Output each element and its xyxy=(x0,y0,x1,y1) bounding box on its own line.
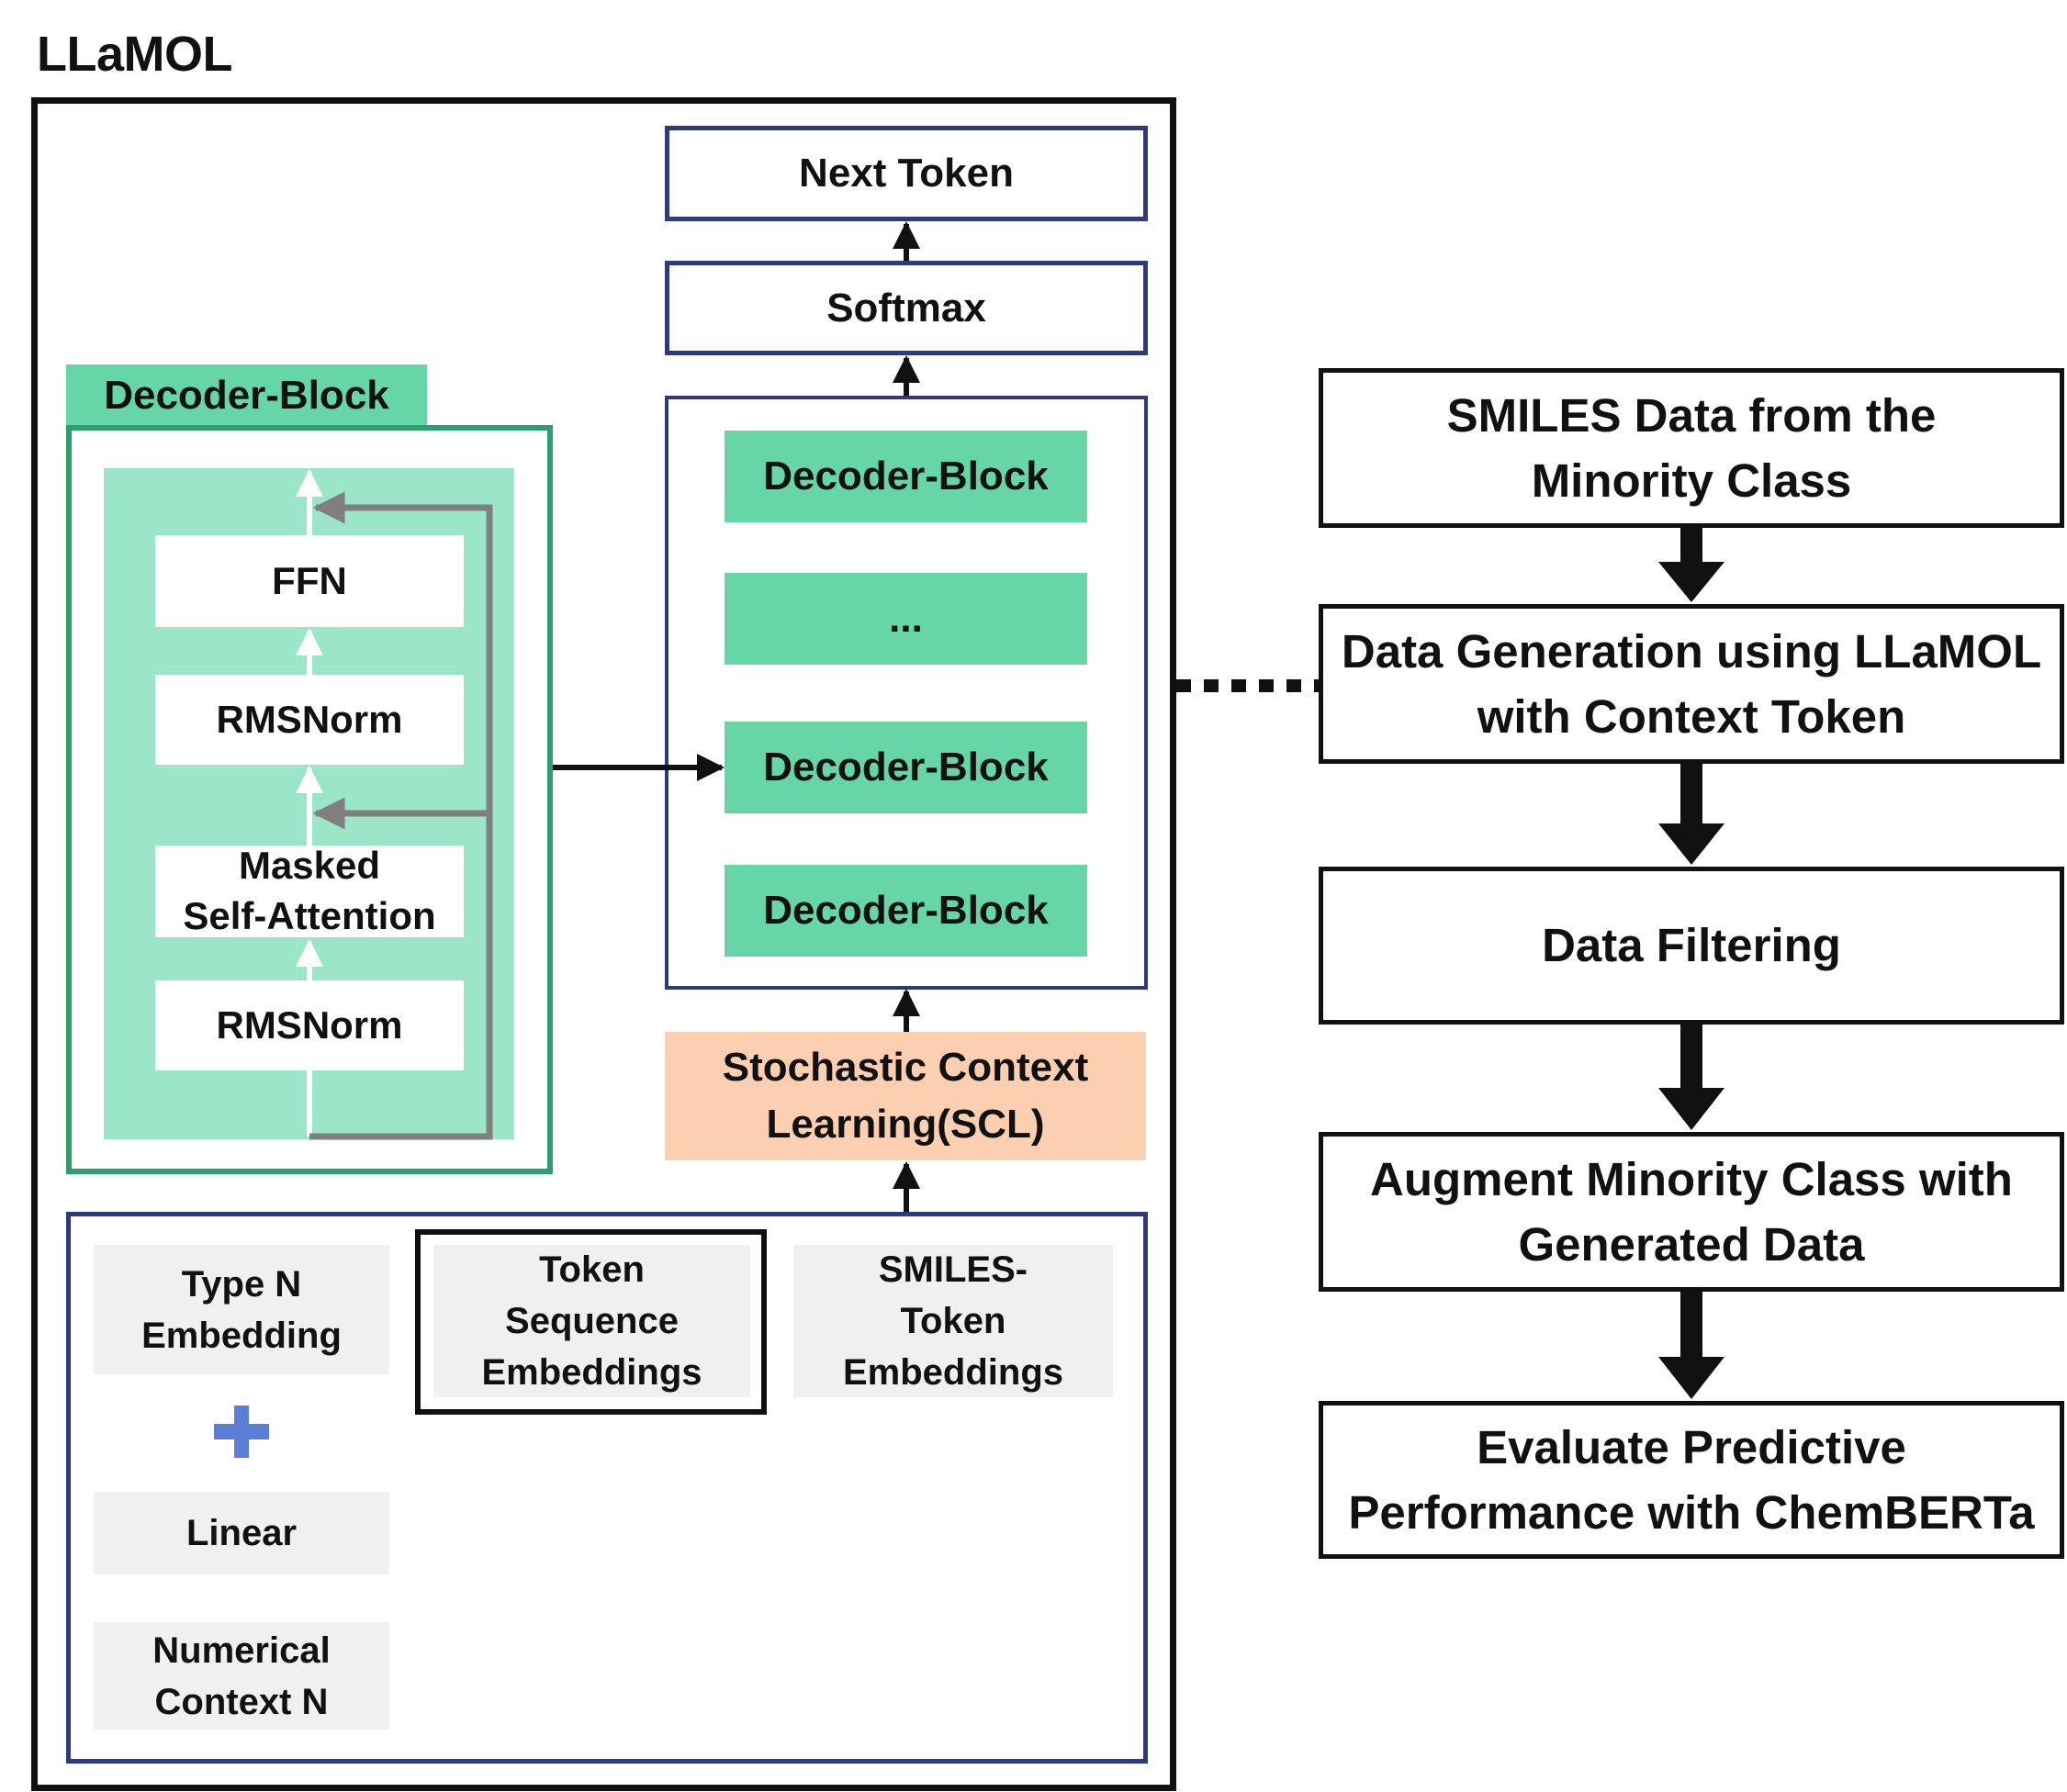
decoder-block-1: Decoder-Block xyxy=(725,431,1087,522)
stack-arrows xyxy=(553,221,920,1212)
llamol-frame xyxy=(31,97,1176,1791)
pipeline-step-smiles-data: SMILES Data from the Minority Class xyxy=(1319,368,2064,528)
softmax-box: Softmax xyxy=(665,261,1148,355)
pipeline-arrows xyxy=(1658,528,1724,1399)
masked-self-attention-layer: Masked Self-Attention xyxy=(155,844,464,937)
next-token-box: Next Token xyxy=(665,126,1148,221)
pipeline-step-data-generation: Data Generation using LLaMOL with Contex… xyxy=(1319,604,2064,764)
type-embedding-box: Type N Embedding xyxy=(94,1245,389,1374)
decoder-block-3: Decoder-Block xyxy=(725,865,1087,957)
pipeline-step-data-filtering: Data Filtering xyxy=(1319,867,2064,1025)
smiles-token-embeddings-box: SMILES- Token Embeddings xyxy=(793,1245,1113,1397)
ffn-layer: FFN xyxy=(155,535,464,627)
rmsnorm-layer-top: RMSNorm xyxy=(155,675,464,765)
pipeline-step-evaluate: Evaluate Predictive Performance with Che… xyxy=(1319,1401,2064,1559)
numerical-context-box: Numerical Context N xyxy=(94,1622,389,1730)
diagram-title: LLaMOL xyxy=(37,27,232,82)
plus-icon xyxy=(214,1406,269,1458)
linear-box: Linear xyxy=(94,1492,389,1574)
stochastic-context-learning-box: Stochastic Context Learning(SCL) xyxy=(665,1032,1146,1160)
rmsnorm-layer-bottom: RMSNorm xyxy=(155,980,464,1070)
decoder-detail-tab: Decoder-Block xyxy=(66,364,427,427)
residual-connections xyxy=(309,491,493,1140)
decoder-block-ellipsis: ... xyxy=(725,573,1087,665)
pipeline-step-augment: Augment Minority Class with Generated Da… xyxy=(1319,1132,2064,1292)
decoder-block-2: Decoder-Block xyxy=(725,722,1087,813)
token-sequence-embeddings-box: Token Sequence Embeddings xyxy=(433,1245,750,1397)
